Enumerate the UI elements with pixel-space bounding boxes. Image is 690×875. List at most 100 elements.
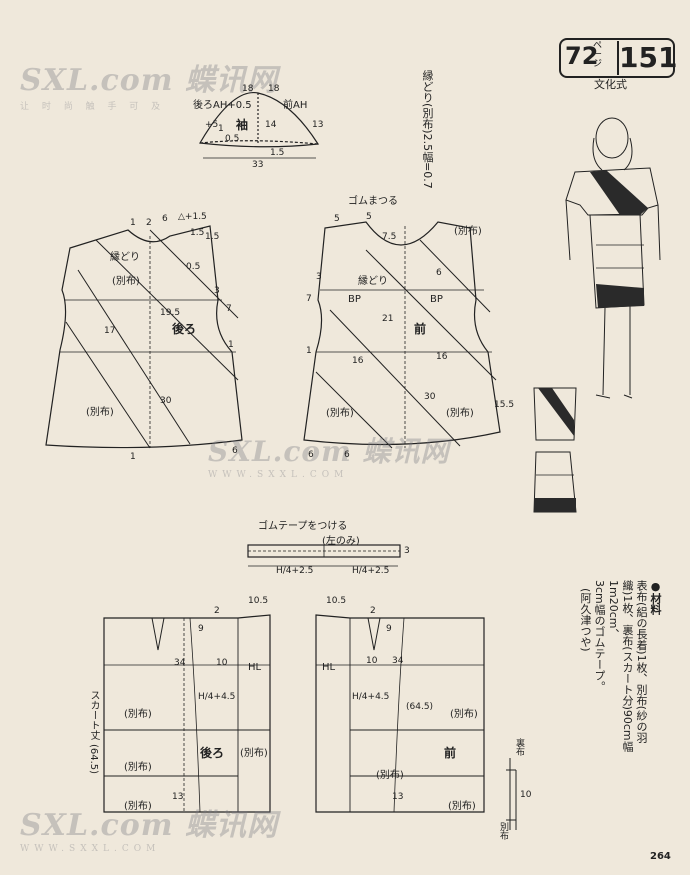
back-skirt-hl: HL bbox=[248, 662, 262, 673]
sleeve-width: 33 bbox=[252, 160, 264, 170]
back-num-12: 1 bbox=[228, 340, 234, 350]
back-num-10: 19.5 bbox=[160, 308, 181, 318]
front-num-5: 3 bbox=[316, 272, 322, 282]
front-skirt-title: 前 bbox=[444, 746, 457, 760]
front-skirt-d10: 10 bbox=[366, 656, 378, 666]
back-binding-label: 縁どり bbox=[110, 252, 140, 263]
sleeve-outline bbox=[199, 92, 320, 148]
back-skirt-contrast-2: (別布) bbox=[124, 762, 152, 773]
hem-lining-label: 裏布 bbox=[514, 738, 524, 756]
sleeve-m1: +5 bbox=[205, 120, 219, 130]
hem-v: 10 bbox=[520, 790, 532, 800]
front-num-10: 1 bbox=[306, 346, 312, 356]
front-skirt-outline bbox=[315, 614, 485, 813]
front-skirt-dart: 2 bbox=[370, 606, 376, 616]
back-skirt-dart: 2 bbox=[214, 606, 220, 616]
page-ref-number: 72 bbox=[565, 42, 599, 70]
materials-heading: ●材料 bbox=[649, 580, 662, 615]
front-num-4: 6 bbox=[436, 268, 442, 278]
materials-block: ●材料 表布(絽の長着)1枚、別布(紗の羽 織)1枚、裏布(スカート分)90cm… bbox=[578, 580, 662, 790]
neck-elastic-note: ゴムまつる bbox=[348, 196, 398, 207]
front-skirt-len: (64.5) bbox=[406, 702, 434, 712]
front-num-2: 5 bbox=[366, 212, 372, 222]
style-number: 151 bbox=[617, 41, 678, 75]
back-skirt-d13: 13 bbox=[172, 792, 184, 802]
front-num-6: 7 bbox=[306, 294, 312, 304]
front-num-9: 16 bbox=[436, 352, 448, 362]
front-skirt-contrast-2: (別布) bbox=[376, 770, 404, 781]
page-number: 264 bbox=[650, 851, 671, 862]
materials-line-1: 表布(絽の長着)1枚、別布(紗の羽 bbox=[635, 580, 648, 743]
publisher-label: 文化式 bbox=[594, 78, 627, 91]
back-skirt-title: 後ろ bbox=[200, 746, 225, 760]
waistband-dim-b: H/4+2.5 bbox=[352, 566, 390, 576]
back-bodice-title: 後ろ bbox=[172, 322, 197, 336]
materials-line-2: 織)1枚、裏布(スカート分)90cm幅1m20cm、 bbox=[607, 580, 634, 752]
front-skirt-d34: 34 bbox=[392, 656, 404, 666]
front-bp-left: BP bbox=[348, 294, 361, 305]
front-num-11: 30 bbox=[424, 392, 436, 402]
waistband-left-only: (左のみ) bbox=[322, 536, 360, 547]
back-num-3: 6 bbox=[162, 214, 168, 224]
sleeve-back-ah: 後ろAH+0.5 bbox=[193, 100, 252, 111]
watermark-top: SXL.com 蝶讯网让 时 尚 触 手 可 及 bbox=[20, 63, 278, 112]
front-contrast-3: (別布) bbox=[446, 408, 474, 419]
skirt-length-value: (64.5) bbox=[88, 744, 99, 775]
front-bp-right: BP bbox=[430, 294, 443, 305]
back-num-13: 30 bbox=[160, 396, 172, 406]
front-contrast-2: (別布) bbox=[326, 408, 354, 419]
back-num-7: 0.5 bbox=[186, 262, 201, 272]
hem-contrast-label: 別布 bbox=[498, 822, 508, 840]
sleeve-w05: 0.5 bbox=[225, 134, 240, 144]
front-num-13: 6 bbox=[308, 450, 314, 460]
back-skirt-d10: 10 bbox=[216, 658, 228, 668]
back-skirt-d9: 9 bbox=[198, 624, 204, 634]
bias-binding-note: 縁どり(別布)2.5幅=0.7 bbox=[421, 70, 434, 189]
front-bodice-title: 前 bbox=[414, 322, 427, 336]
front-bodice-outline bbox=[303, 221, 501, 446]
front-binding-label: 縁どり bbox=[358, 276, 388, 287]
front-num-1: 5 bbox=[334, 214, 340, 224]
back-num-11: 17 bbox=[104, 326, 116, 336]
back-num-15: 6 bbox=[232, 446, 238, 456]
sleeve-w13: 13 bbox=[312, 120, 324, 130]
front-num-8: 16 bbox=[352, 356, 364, 366]
back-skirt-d34: 34 bbox=[174, 658, 186, 668]
materials-credit: (阿久津つや) bbox=[579, 588, 592, 652]
sleeve-t2: 18 bbox=[268, 84, 280, 94]
front-num-7: 21 bbox=[382, 314, 394, 324]
back-skirt-top: 10.5 bbox=[248, 596, 269, 606]
front-skirt-hip: H/4+4.5 bbox=[352, 692, 390, 702]
back-num-5: 1.5 bbox=[190, 228, 205, 238]
skirt-length-label: スカート丈 bbox=[88, 690, 99, 740]
front-skirt-d13: 13 bbox=[392, 792, 404, 802]
back-skirt-contrast-4: (別布) bbox=[124, 801, 152, 812]
front-contrast-1: (別布) bbox=[454, 226, 482, 237]
back-num-9: 7 bbox=[226, 304, 232, 314]
back-contrast-1: (別布) bbox=[112, 276, 140, 287]
front-num-14: 6 bbox=[344, 450, 350, 460]
back-num-8: 3 bbox=[214, 286, 220, 296]
back-num-6: 1.5 bbox=[205, 232, 220, 242]
front-num-12: 15.5 bbox=[494, 400, 515, 410]
waistband-end: 3 bbox=[404, 546, 410, 556]
front-num-3: 7.5 bbox=[382, 232, 397, 242]
back-num-4: △+1.5 bbox=[178, 212, 207, 222]
back-contrast-2: (別布) bbox=[86, 407, 114, 418]
waistband-dim-a: H/4+2.5 bbox=[276, 566, 314, 576]
sleeve-w15: 1.5 bbox=[270, 148, 285, 158]
sleeve-t1: 18 bbox=[242, 84, 254, 94]
front-skirt-contrast-1: (別布) bbox=[450, 709, 478, 720]
front-skirt-contrast-3: (別布) bbox=[448, 801, 476, 812]
illustration-dark-panels bbox=[534, 170, 648, 512]
back-num-14: 1 bbox=[130, 452, 136, 462]
sleeve-ease: 14 bbox=[265, 120, 277, 130]
back-skirt-contrast-3: (別布) bbox=[240, 748, 268, 759]
back-skirt-outline bbox=[103, 614, 271, 813]
waistband-note: ゴムテープをつける bbox=[258, 521, 348, 532]
sleeve-front-ah: 前AH bbox=[283, 100, 308, 111]
